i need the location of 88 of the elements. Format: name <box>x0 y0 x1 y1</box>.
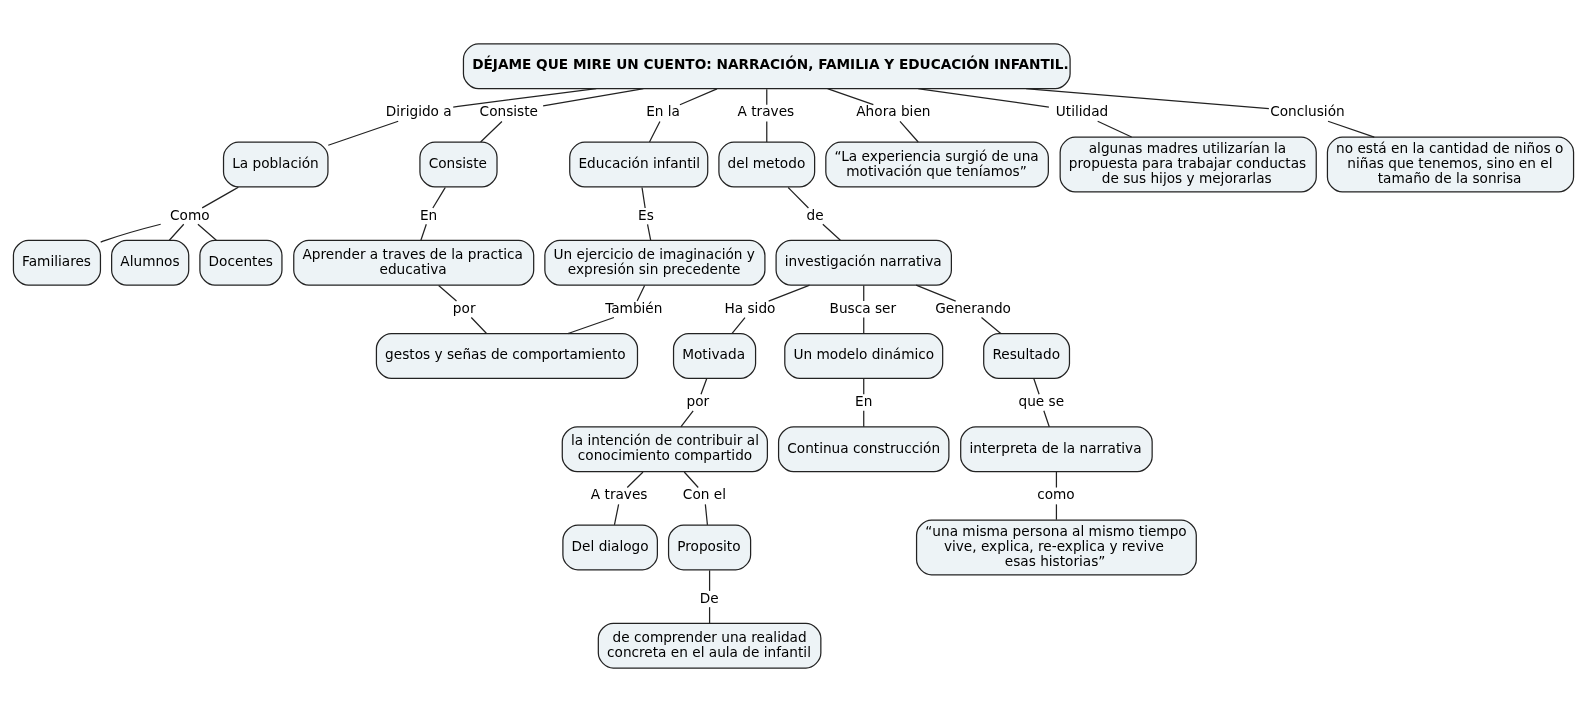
node-text: que se <box>1018 393 1065 410</box>
connector <box>100 223 162 243</box>
connector <box>1327 120 1375 138</box>
connector <box>768 284 811 302</box>
node-text: En la <box>646 103 680 120</box>
node-text: También <box>605 299 663 316</box>
node-text: De <box>699 589 719 606</box>
connector <box>708 569 711 592</box>
connector <box>201 186 239 209</box>
node-box: Alumnos <box>111 239 190 286</box>
node-box: algunas madres utilizarían la propuesta para trabajar conductas de sus hijos y mejorarlas <box>1059 136 1317 193</box>
connector <box>787 186 810 209</box>
connector <box>683 471 699 489</box>
connector <box>432 186 446 209</box>
connector <box>700 378 708 395</box>
node-box: la intención de contribuir al conocimiento compartido <box>561 426 768 473</box>
connector <box>626 471 644 489</box>
connector <box>917 88 1050 108</box>
connector <box>648 120 661 143</box>
connector <box>1025 88 1270 110</box>
node-text: A traves <box>737 103 795 120</box>
node-box: gestos y señas de comportamiento <box>375 333 639 379</box>
node-text: por <box>686 393 710 410</box>
node-text: Generando <box>935 299 1011 316</box>
connector <box>438 284 458 302</box>
connector <box>542 88 644 107</box>
node-box: Un modelo dinámico <box>784 333 944 379</box>
node-box: Aprender a traves de la practica educativa <box>293 239 535 286</box>
node-box: no está en la cantidad de niños o niñas que tenemos, sino en el tamaño de la sonrisa <box>1326 136 1575 193</box>
connector <box>980 316 1002 335</box>
node-text: por <box>452 299 476 316</box>
node-box: Resultado <box>983 333 1071 379</box>
node-box: de comprender una realidad concreta en el aula de infantil <box>597 622 822 669</box>
connector <box>197 223 218 241</box>
connector <box>826 88 874 106</box>
node-text: En <box>855 393 873 410</box>
connector <box>327 120 399 146</box>
node-box: Un ejercicio de imaginación y expresión sin precedente <box>544 239 766 286</box>
node-box: Docentes <box>199 239 283 286</box>
node-box: interpreta de la narrativa <box>960 426 1153 473</box>
connector <box>766 120 768 143</box>
connector <box>470 316 488 335</box>
connector <box>168 223 185 241</box>
node-text: En <box>419 206 438 223</box>
node-text: Consiste <box>479 103 538 120</box>
node-box: “una misma persona al mismo tiempo vive, explica, re-explica y revive esas historias” <box>915 519 1197 576</box>
connector <box>636 284 646 302</box>
node-text: de <box>806 206 824 223</box>
node-box: La población <box>222 141 329 188</box>
connector <box>479 120 503 143</box>
connector <box>420 223 427 241</box>
connector <box>680 410 694 428</box>
connector <box>641 186 646 209</box>
node-text: Dirigido a <box>385 103 452 120</box>
node-box: investigación narrativa <box>775 239 952 286</box>
node-box: Motivada <box>672 333 757 379</box>
node-box: “La experiencia surgió de una motivación que teníamos” <box>825 141 1049 188</box>
connector <box>679 88 718 106</box>
connector <box>899 120 919 143</box>
node-text: Como <box>170 206 210 223</box>
node-text: Busca ser <box>829 299 897 316</box>
node-box: DÉJAME QUE MIRE UN CUENTO: NARRACIÓN, FAMILIA Y EDUCACIÓN INFANTIL. <box>462 43 1071 90</box>
connector <box>1043 410 1050 428</box>
node-text: Ahora bien <box>856 103 931 120</box>
node-text: Ha sido <box>724 299 776 316</box>
connector <box>1097 120 1133 138</box>
connector <box>915 284 957 302</box>
connector <box>567 316 615 335</box>
node-text: Utilidad <box>1055 103 1109 120</box>
connector <box>704 503 709 526</box>
node-text: Conclusión <box>1270 103 1345 120</box>
connector <box>646 223 652 241</box>
node-box: Proposito <box>667 524 752 571</box>
connector <box>1033 378 1040 395</box>
connector <box>731 316 746 335</box>
node-text: Es <box>638 206 654 223</box>
node-box: Educación infantil <box>569 141 709 188</box>
connector <box>613 503 620 526</box>
node-box: Del dialogo <box>562 524 658 571</box>
node-box: Consiste <box>419 141 498 188</box>
node-box: Familiares <box>12 239 102 286</box>
node-box: Continua construcción <box>777 426 950 473</box>
node-text: A traves <box>590 486 648 503</box>
node-box: del metodo <box>718 141 816 188</box>
connector <box>822 223 842 241</box>
node-text: como <box>1037 486 1075 503</box>
node-text: Con el <box>682 486 726 503</box>
connector <box>452 88 597 108</box>
